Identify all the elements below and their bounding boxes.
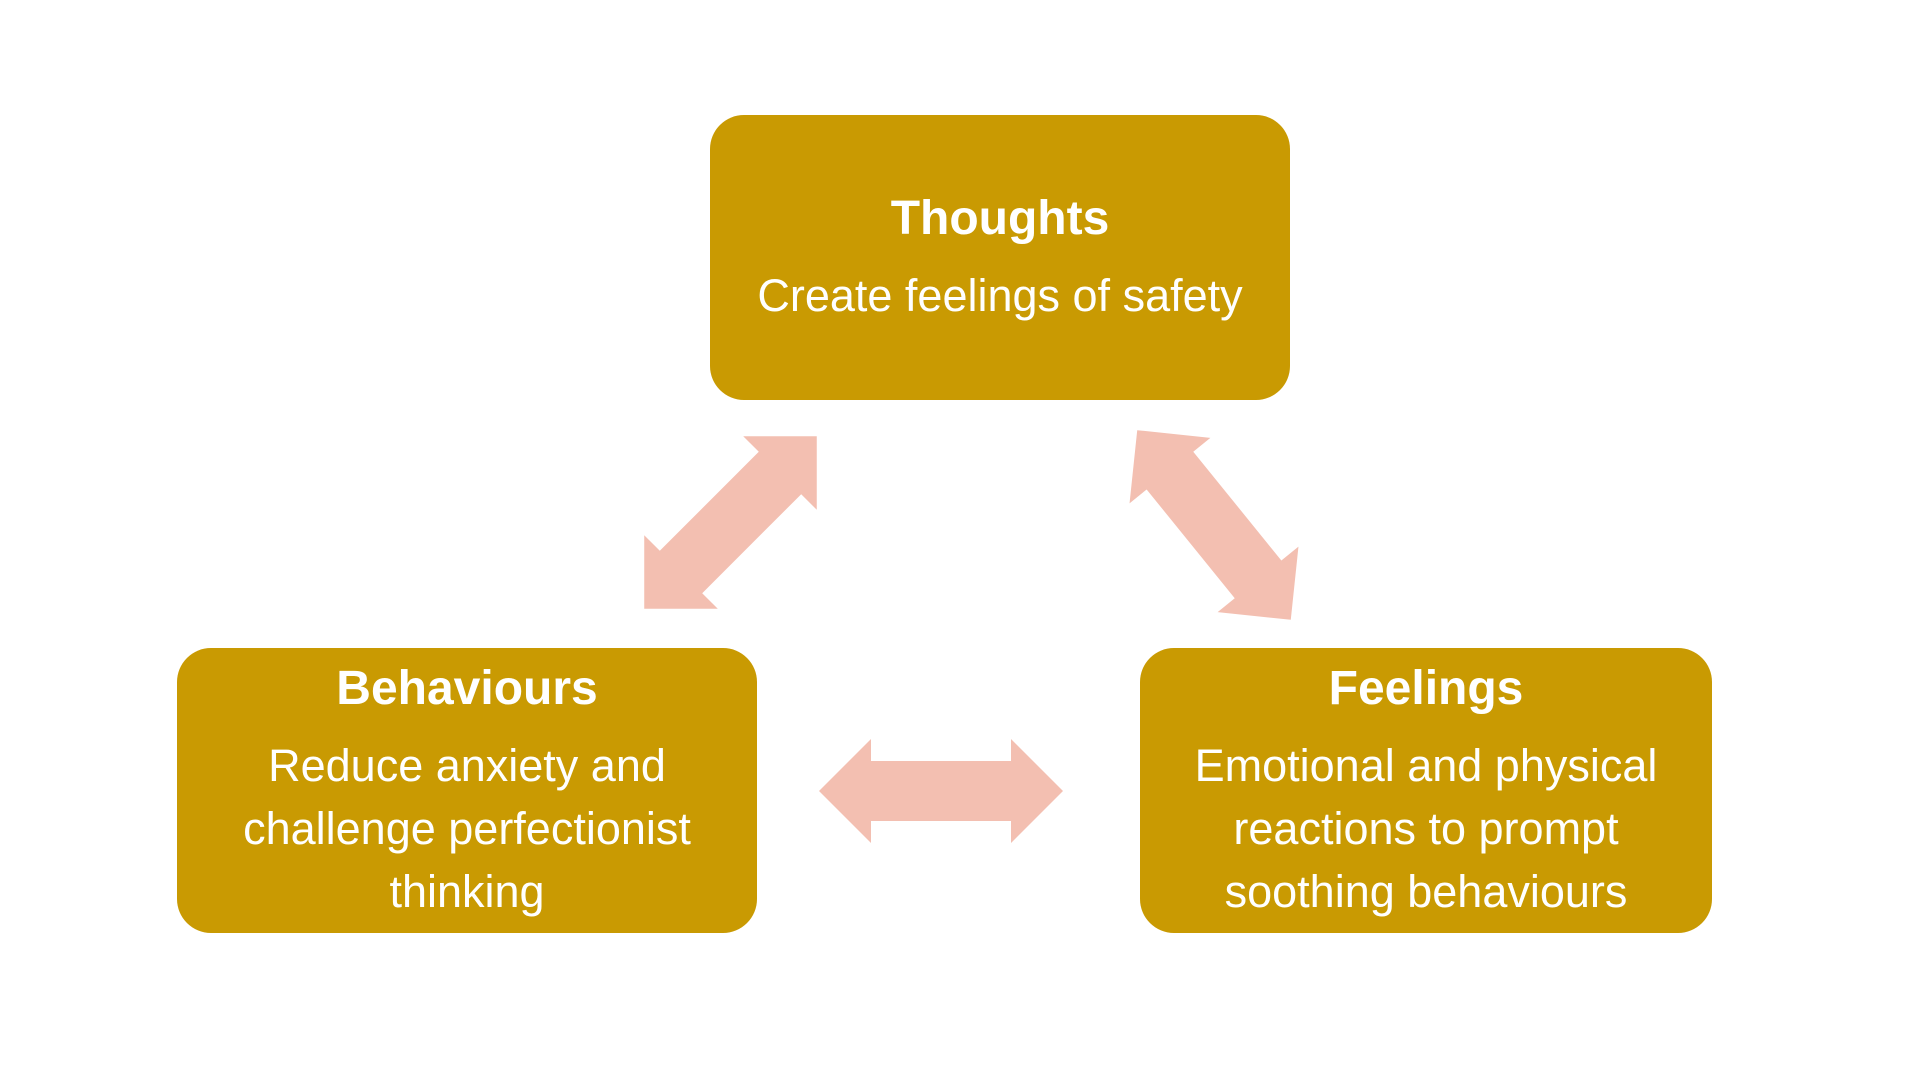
arrow-behaviours-feelings-icon xyxy=(819,739,1063,843)
node-feelings: Feelings Emotional and physical reaction… xyxy=(1140,648,1712,933)
node-behaviours-description: Reduce anxiety and challenge perfectioni… xyxy=(243,740,691,918)
arrow-thoughts-feelings-icon xyxy=(1096,397,1332,653)
node-feelings-title: Feelings xyxy=(1328,661,1524,715)
arrow-thoughts-behaviours-icon xyxy=(607,399,854,646)
node-behaviours-title: Behaviours xyxy=(336,661,598,715)
node-feelings-description: Emotional and physical reactions to prom… xyxy=(1194,740,1658,918)
node-behaviours: Behaviours Reduce anxiety and challenge … xyxy=(177,648,757,933)
node-thoughts-description: Create feelings of safety xyxy=(757,270,1243,322)
node-thoughts-title: Thoughts xyxy=(890,191,1110,245)
node-thoughts: Thoughts Create feelings of safety xyxy=(710,115,1290,400)
